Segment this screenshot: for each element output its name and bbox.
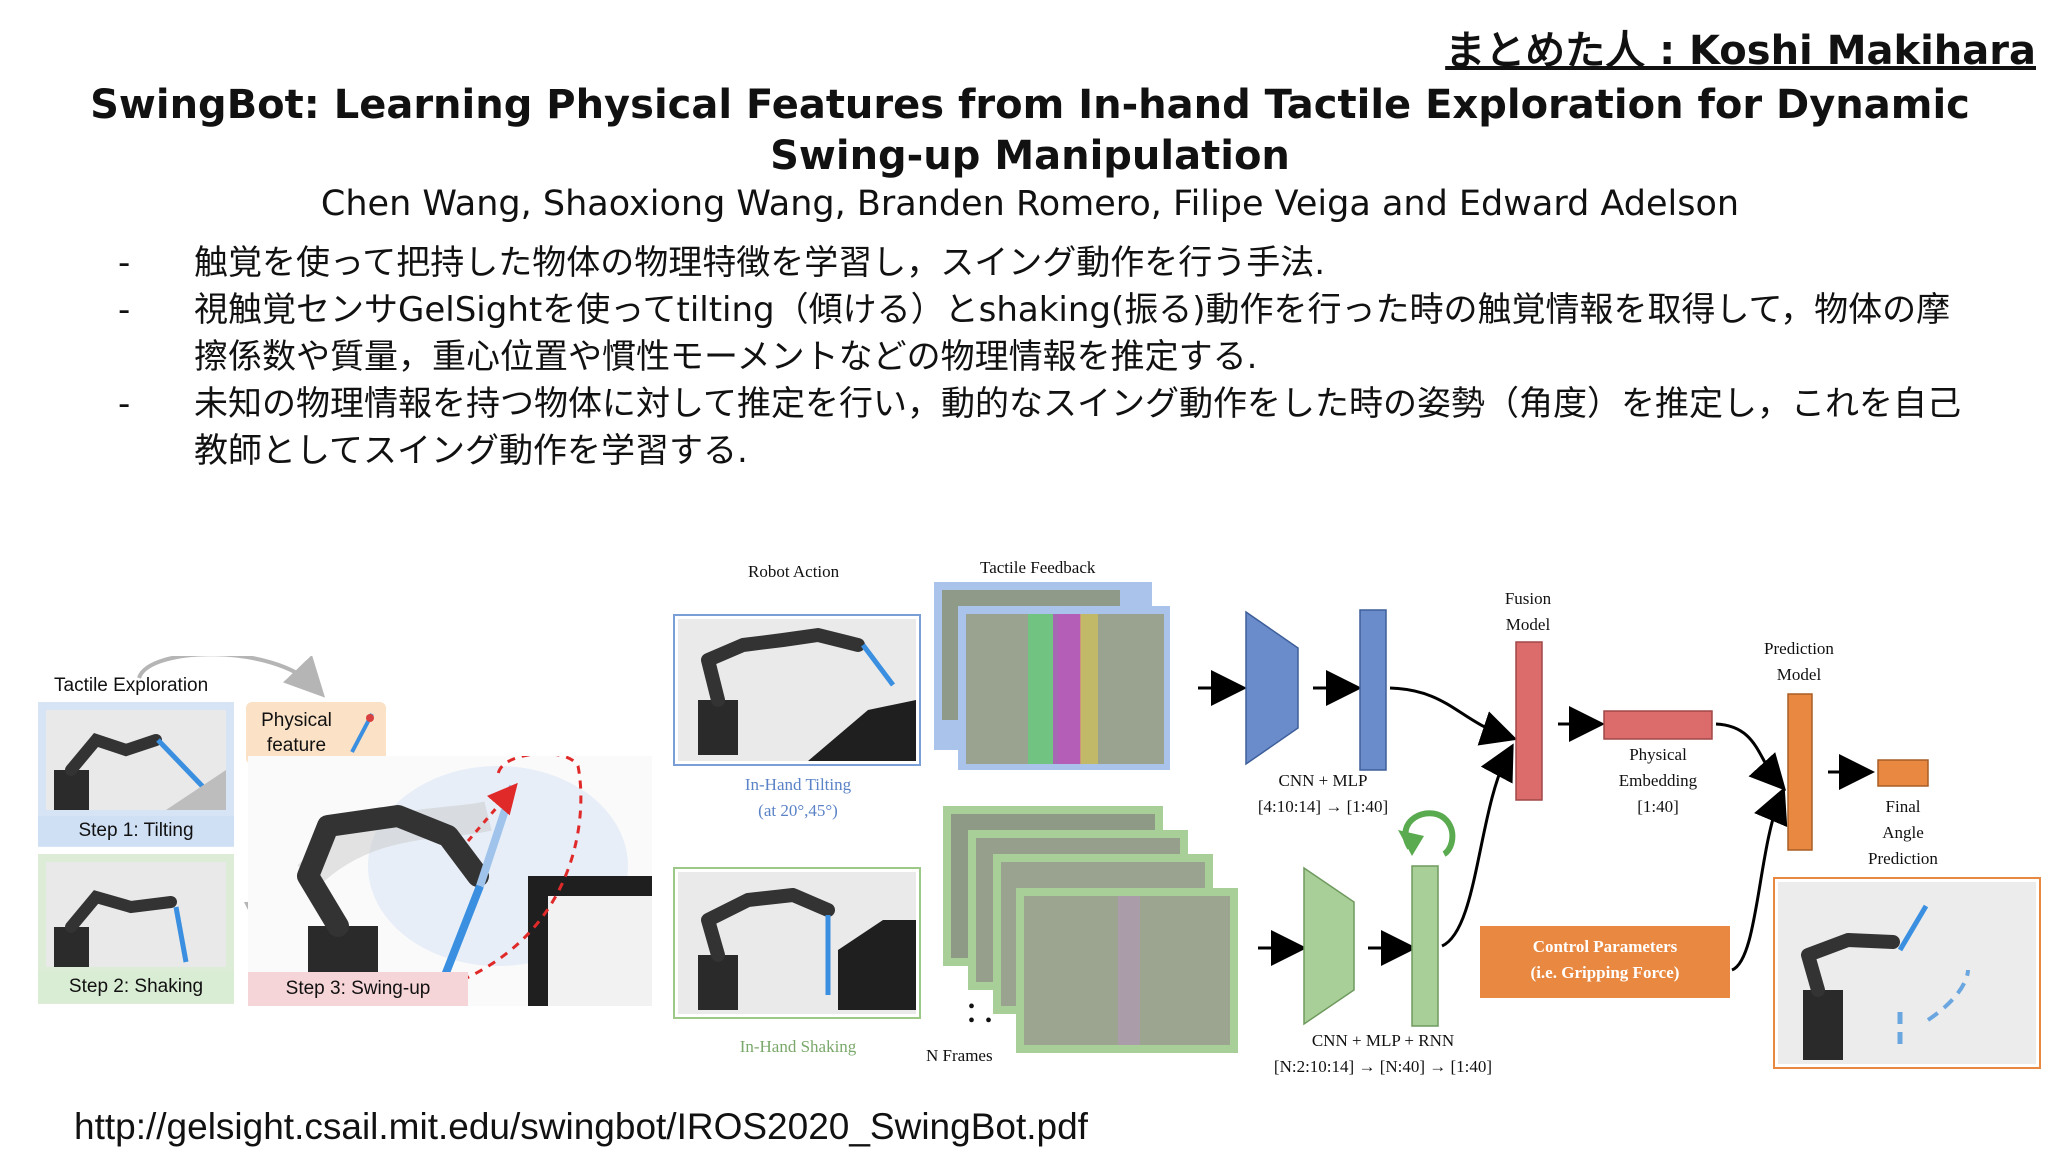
ellipsis-dots: • • •	[968, 996, 993, 1032]
reference-url[interactable]: http://gelsight.csail.mit.edu/swingbot/I…	[74, 1106, 1088, 1147]
summarizer-credit: まとめた人 : Koshi Makihara	[1445, 28, 2036, 74]
step3-image: Step 3: Swing-up	[248, 756, 652, 1006]
robot-arm-icon	[46, 862, 226, 967]
robot-arm-icon	[46, 710, 226, 810]
architecture-diagram	[673, 582, 2041, 1069]
bullet-text: 視触覚センサGelSightを使ってtilting（傾ける）とshaking(振…	[194, 290, 1951, 377]
step1-panel: Step 1: Tilting	[38, 702, 234, 847]
left-figure: Tactile Exploration Step 1: Tilting Step…	[34, 656, 654, 1006]
step1-label: Step 1: Tilting	[38, 816, 234, 846]
architecture-figure: Robot Action Tactile Feedback In-Hand Ti…	[668, 550, 2044, 1080]
step2-label: Step 2: Shaking	[38, 972, 234, 1002]
cnn-mlp-caption: CNN + MLP [4:10:14] → [1:40]	[1257, 771, 1389, 816]
swing-up-illustration	[297, 756, 652, 1006]
n-frames-label: N Frames	[926, 1046, 993, 1065]
bullet-dash: -	[118, 243, 131, 283]
tactile-exploration-label: Tactile Exploration	[54, 675, 209, 696]
final-angle-label: Final Angle Prediction	[1868, 797, 1938, 868]
bullet-item: - 未知の物理情報を持つ物体に対して推定を行い，動的なスイング動作をした時の姿勢（…	[118, 381, 1978, 475]
step2-image	[46, 862, 226, 967]
bullet-item: - 触覚を使って把持した物体の物理特徴を学習し，スイング動作を行う手法.	[118, 240, 1978, 287]
physical-feature-box: Physical feature	[246, 702, 386, 764]
summary-bullets: - 触覚を使って把持した物体の物理特徴を学習し，スイング動作を行う手法. - 視触覚…	[118, 240, 1978, 475]
bullet-text: 触覚を使って把持した物体の物理特徴を学習し，スイング動作を行う手法.	[194, 243, 1326, 283]
step3-label: Step 3: Swing-up	[248, 972, 468, 1006]
bullet-dash: -	[118, 290, 131, 330]
tactile-feedback-label: Tactile Feedback	[980, 558, 1096, 577]
control-parameters-label: Control Parameters (i.e. Gripping Force)	[1530, 937, 1680, 982]
step1-image	[46, 710, 226, 810]
stick-icon	[350, 713, 374, 753]
robot-action-label: Robot Action	[748, 562, 840, 581]
bullet-item: - 視触覚センサGelSightを使ってtilting（傾ける）とshaking(…	[118, 287, 1978, 381]
paper-authors: Chen Wang, Shaoxiong Wang, Branden Romer…	[320, 184, 1740, 224]
paper-title: SwingBot: Learning Physical Features fro…	[90, 82, 1970, 179]
step2-panel: Step 2: Shaking	[38, 854, 234, 1004]
bullet-dash: -	[118, 384, 131, 424]
cnn-mlp-rnn-caption: CNN + MLP + RNN [N:2:10:14] → [N:40] → […	[1273, 1031, 1493, 1076]
physical-embedding-label: Physical Embedding [1:40]	[1618, 745, 1698, 816]
shaking-caption: In-Hand Shaking	[739, 1037, 857, 1056]
fusion-model-label: Fusion Model	[1504, 589, 1552, 634]
tilting-caption: In-Hand Tilting (at 20°,45°)	[744, 775, 852, 820]
physical-feature-label: Physical feature	[261, 710, 332, 756]
bullet-text: 未知の物理情報を持つ物体に対して推定を行い，動的なスイング動作をした時の姿勢（角…	[194, 384, 1961, 471]
prediction-model-label: Prediction Model	[1764, 639, 1834, 684]
